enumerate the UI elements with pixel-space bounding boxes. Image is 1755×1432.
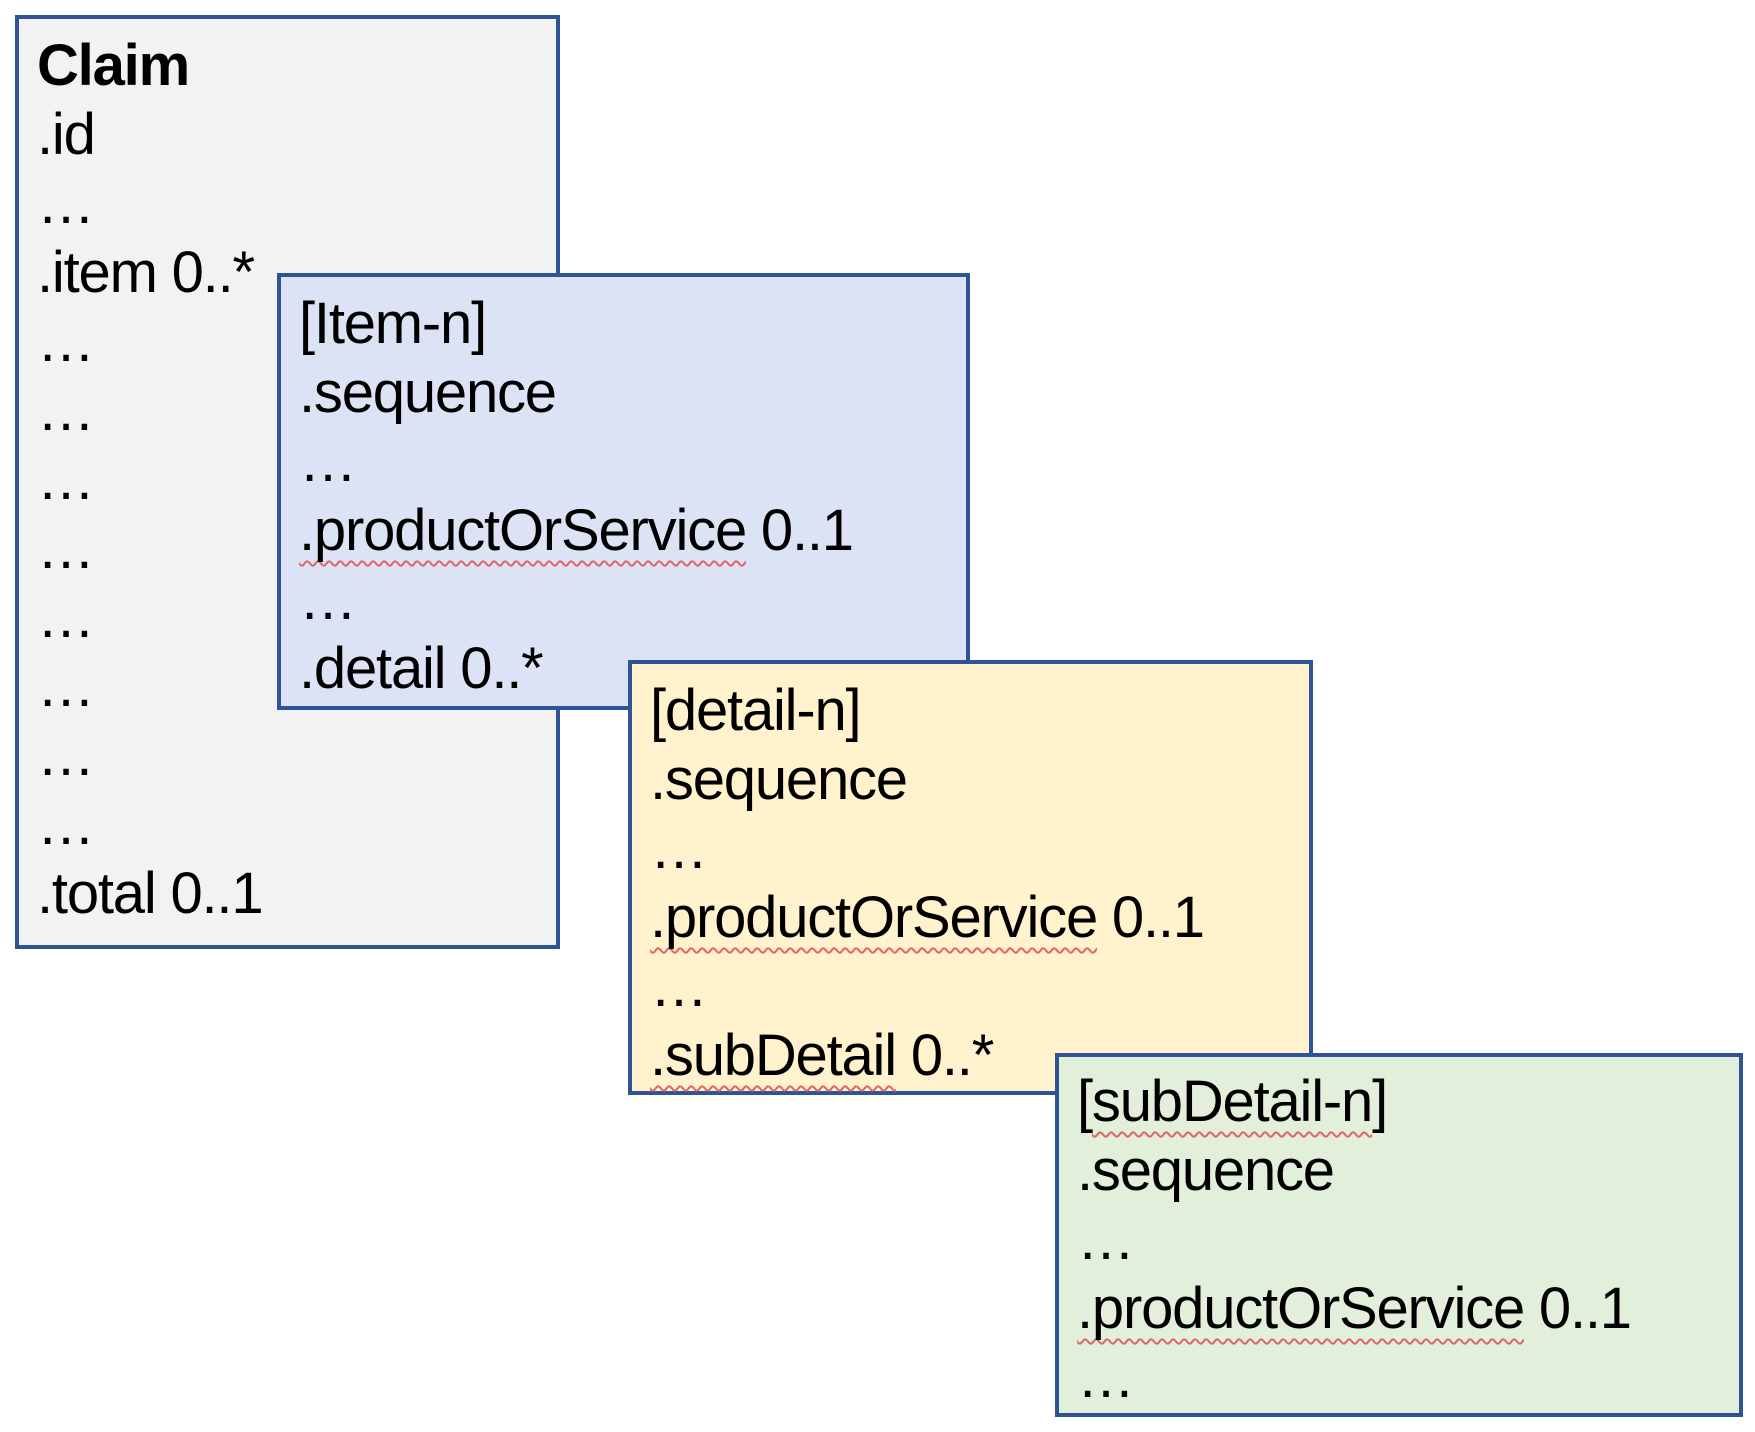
field-text: … [1077,1345,1135,1410]
field-text: … [650,954,708,1019]
subdetail-line-0: [subDetail-n] [1077,1067,1729,1136]
field-text: [detail-n] [650,678,862,743]
subdetail-line-1: .sequence [1077,1136,1729,1205]
field-text: [ [1077,1069,1093,1134]
item-line-4: … [299,565,956,634]
misspelled-text: .productOrService [1077,1276,1525,1341]
claim-line-10: … [37,721,546,790]
claim-line-4: … [37,307,546,376]
subdetail-line-3: .productOrService 0..1 [1077,1274,1729,1343]
field-text: … [37,171,95,236]
misspelled-text: .productOrService [650,885,1098,950]
item-line-1: .sequence [299,358,956,427]
field-text: .sequence [650,747,908,812]
subdetail-box: [subDetail-n].sequence….productOrService… [1055,1053,1743,1417]
claim-line-6: … [37,445,546,514]
field-text: .total 0..1 [37,861,264,926]
misspelled-text: .productOrService [299,498,747,563]
claim-line-1: .id [37,100,546,169]
field-text: … [299,567,357,632]
detail-line-0: [detail-n] [650,676,1299,745]
field-text: .detail 0..* [299,636,544,701]
misspelled-text: .subDetail [650,1023,897,1088]
field-text: … [37,723,95,788]
item-line-5: .detail 0..* [299,634,956,703]
field-text: … [37,378,95,443]
detail-line-5: .subDetail 0..* [650,1021,1299,1090]
claim-line-11: … [37,790,546,859]
field-text: 0..1 [1097,885,1205,950]
claim-line-7: … [37,514,546,583]
field-text: ] [1372,1069,1388,1134]
field-text: 0..1 [746,498,854,563]
field-text: 0..1 [1524,1276,1632,1341]
field-text: .sequence [1077,1138,1335,1203]
field-text: … [650,816,708,881]
field-text: … [37,654,95,719]
detail-line-4: … [650,952,1299,1021]
item-line-3: .productOrService 0..1 [299,496,956,565]
claim-line-9: … [37,652,546,721]
detail-line-1: .sequence [650,745,1299,814]
field-text: .sequence [299,360,557,425]
field-text: Claim [37,33,190,98]
field-text: … [37,792,95,857]
claim-line-5: … [37,376,546,445]
field-text: … [37,516,95,581]
field-text: .item 0..* [37,240,255,305]
field-text: … [37,585,95,650]
field-text: … [1077,1207,1135,1272]
detail-line-3: .productOrService 0..1 [650,883,1299,952]
claim-line-3: .item 0..* [37,238,546,307]
detail-line-2: … [650,814,1299,883]
item-line-2: … [299,427,956,496]
subdetail-line-4: … [1077,1343,1729,1412]
field-text: [Item-n] [299,291,487,356]
misspelled-text: subDetail-n [1091,1069,1373,1134]
claim-line-2: … [37,169,546,238]
subdetail-line-2: … [1077,1205,1729,1274]
field-text: … [37,309,95,374]
claim-line-12: .total 0..1 [37,859,546,928]
claim-line-8: … [37,583,546,652]
field-text: .id [37,102,96,167]
field-text: … [37,447,95,512]
detail-box: [detail-n].sequence….productOrService 0.… [628,660,1313,1095]
item-box: [Item-n].sequence….productOrService 0..1… [277,273,970,710]
field-text: 0..* [895,1023,994,1088]
claim-line-0: Claim [37,31,546,100]
field-text: … [299,429,357,494]
item-line-0: [Item-n] [299,289,956,358]
